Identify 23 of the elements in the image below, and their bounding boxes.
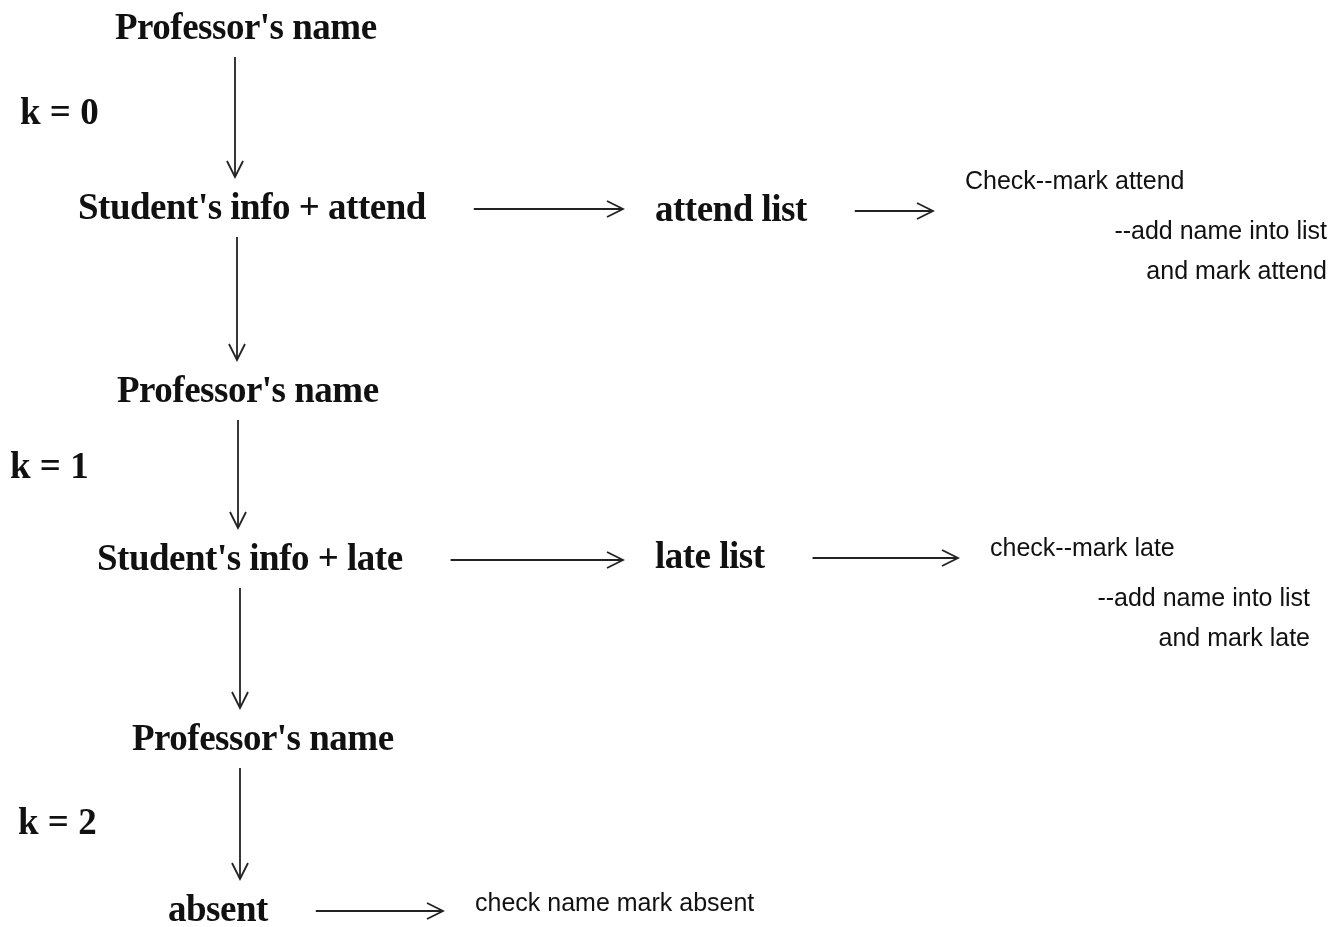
arrow: [449, 551, 624, 569]
note-text: --add name into list and mark late: [1096, 582, 1310, 653]
node-label: Professor's name: [117, 368, 379, 412]
node-label: Professor's name: [132, 716, 394, 760]
arrow: [226, 56, 244, 178]
node-label: Student's info + late: [97, 536, 403, 580]
arrow: [853, 202, 934, 220]
arrow: [229, 419, 247, 529]
arrow: [811, 549, 959, 567]
arrow: [314, 902, 444, 920]
note-text: Check--mark attend: [965, 165, 1185, 196]
node-label: Professor's name: [115, 5, 377, 49]
note-text: --add name into list and mark attend: [1113, 215, 1327, 286]
arrow: [228, 236, 246, 361]
node-label: attend list: [655, 187, 807, 231]
arrow: [231, 767, 249, 880]
note-text: check--mark late: [990, 532, 1175, 563]
node-label: late list: [655, 534, 765, 578]
node-label: absent: [168, 887, 268, 927]
note-text: check name mark absent: [475, 887, 755, 918]
node-label: Student's info + attend: [78, 185, 426, 229]
arrow: [472, 200, 624, 218]
arrow: [231, 587, 249, 709]
